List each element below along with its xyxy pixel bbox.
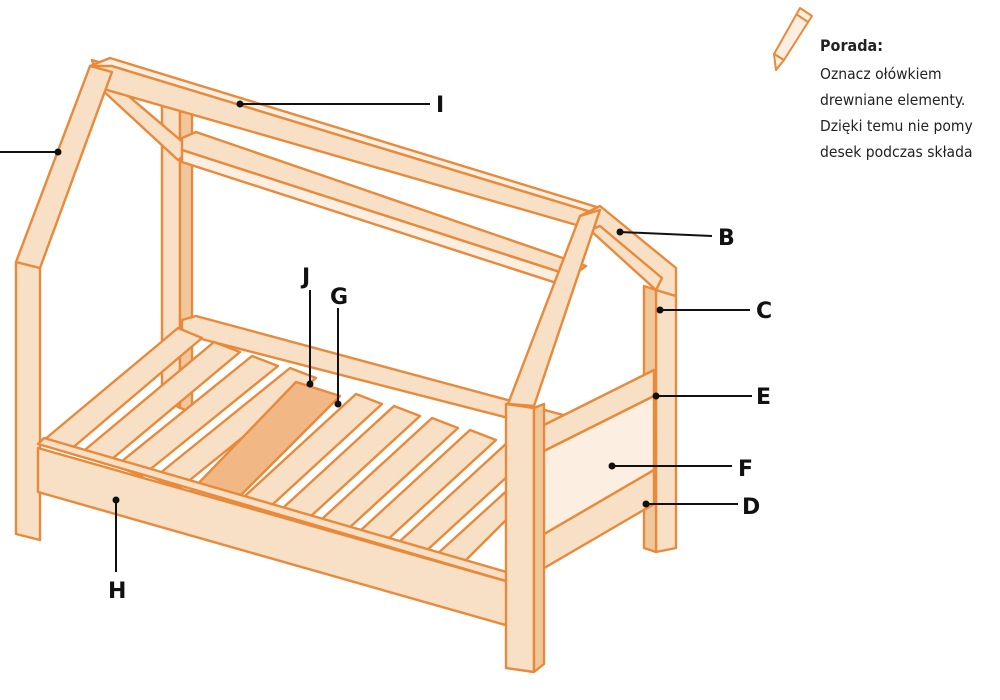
front-right-post — [504, 402, 536, 674]
callout-labels: I B C E F D J G H — [108, 93, 772, 604]
back-upper-rail-2 — [180, 148, 574, 290]
label-e: E — [756, 385, 771, 410]
bed-frame — [14, 56, 678, 674]
tip-line: desek podczas składa — [820, 143, 973, 161]
front-left-post — [14, 260, 42, 542]
back-right-post — [654, 288, 678, 554]
gable-board-c-inner — [588, 224, 664, 292]
leader-dot — [54, 148, 62, 156]
tip-line: Oznacz ołówkiem — [820, 65, 942, 83]
leader-dot — [608, 462, 616, 470]
tip-box: Porada: Oznacz ołówkiem drewniane elemen… — [820, 36, 1000, 165]
leader-dot — [112, 496, 120, 504]
pencil-icon — [773, 7, 813, 71]
label-j: J — [300, 265, 310, 290]
leader-dot — [306, 380, 314, 388]
front-right-gable — [506, 208, 602, 408]
tip-line: drewniane elementy. — [820, 91, 966, 109]
leader-dot — [642, 500, 650, 508]
leader-lines — [0, 103, 752, 572]
label-g: G — [330, 285, 348, 310]
tip-title: Porada: — [820, 36, 884, 55]
label-i: I — [436, 93, 444, 118]
tip-line: Dzięki temu nie pomy — [820, 117, 973, 135]
leader-dot — [616, 228, 624, 236]
label-d: D — [742, 495, 760, 520]
label-b: B — [718, 226, 735, 251]
leader-line-b — [619, 231, 713, 237]
leader-dot — [656, 306, 664, 314]
label-c: C — [756, 299, 772, 324]
front-right-post-side — [532, 402, 546, 674]
label-f: F — [738, 457, 753, 482]
slat — [152, 366, 318, 490]
front-left-gable — [14, 64, 114, 270]
leader-dot — [334, 400, 342, 408]
label-h: H — [108, 579, 126, 604]
leader-dots — [54, 100, 664, 508]
leader-dot — [652, 392, 660, 400]
leader-dot — [236, 100, 244, 108]
